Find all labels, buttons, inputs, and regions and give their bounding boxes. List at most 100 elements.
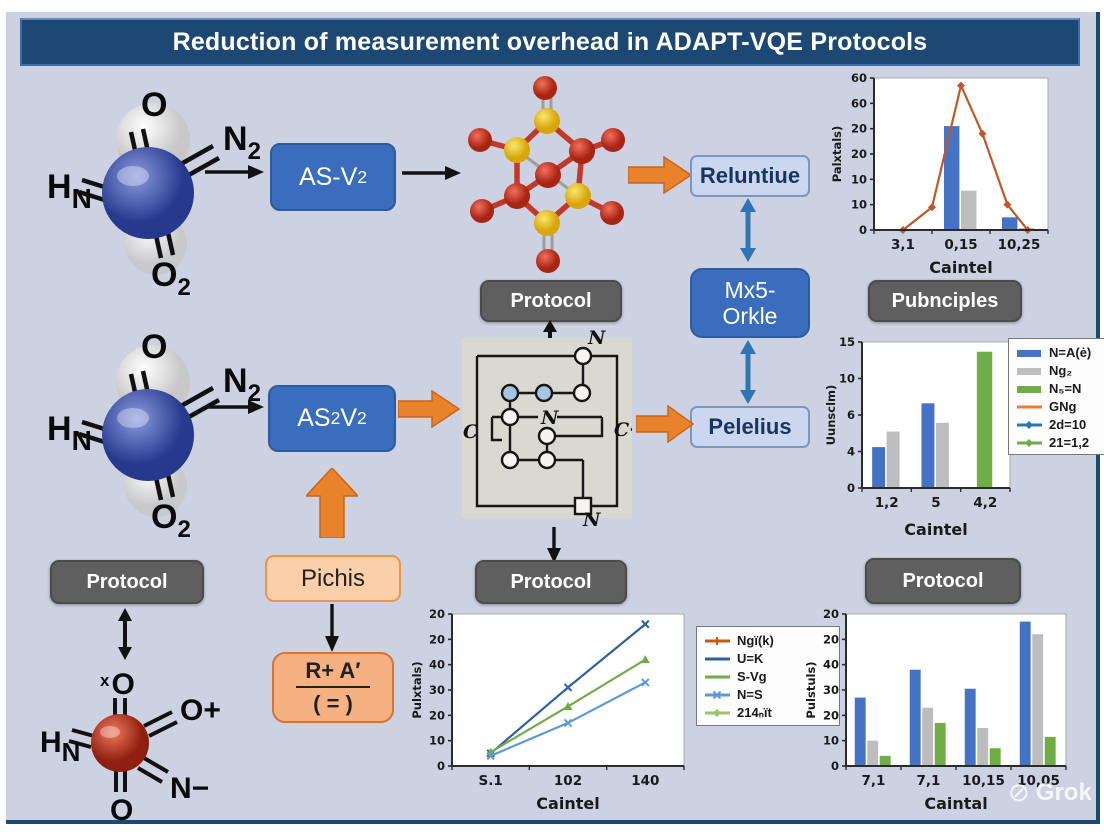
circuit-label-n-middle: N: [540, 407, 559, 429]
protocol-label: Protocol: [510, 570, 592, 593]
legend-item: S-Vg: [704, 669, 832, 684]
bond-lines: [68, 698, 178, 792]
legend-label: N₅=N: [1049, 381, 1082, 396]
svg-text:Uunsclm): Uunsclm): [824, 385, 838, 446]
legend-label: Ngï(k): [737, 633, 774, 648]
figure-title: Reduction of measurement overhead in ADA…: [172, 27, 928, 56]
atom-label-Oplus: O+: [180, 694, 221, 727]
box-pelelius-label: Pelelius: [708, 414, 792, 439]
legend-label: 214ₙït: [737, 705, 772, 720]
svg-text:30: 30: [429, 683, 445, 697]
double-arrow-black-2: [118, 608, 132, 660]
legend-item: Ng₂: [1016, 363, 1102, 378]
svg-text:10: 10: [851, 198, 867, 212]
svg-text:S.1: S.1: [479, 773, 503, 789]
svg-text:30: 30: [823, 683, 839, 697]
circuit-label-c-left: C: [463, 421, 478, 443]
box-mx5-line1: Mx5-: [724, 276, 776, 303]
box-as2v2-p2: V: [340, 404, 358, 432]
svg-text:20: 20: [823, 607, 839, 621]
svg-text:60: 60: [851, 96, 867, 110]
quantum-circuit: N N N C C·: [462, 330, 632, 526]
box-reluntiue-label: Reluntiue: [699, 163, 801, 188]
svg-text:10,25: 10,25: [998, 237, 1041, 253]
box-as-v2-sub: 2: [357, 166, 368, 187]
box-as-v2-label: AS-V: [298, 162, 358, 191]
svg-text:20: 20: [823, 708, 839, 722]
legend-label: S-Vg: [737, 669, 767, 684]
svg-text:60: 60: [851, 71, 867, 85]
svg-text:10: 10: [851, 172, 867, 186]
watermark: ⊘ Grok: [1008, 777, 1092, 808]
legend-label: N=A(ė): [1049, 345, 1092, 360]
orange-arrow-right-1: [628, 156, 692, 194]
sphere-glint: [117, 408, 149, 428]
box-as2v2-s1: 2: [330, 408, 341, 428]
box-pichis-label: Pichis: [300, 564, 366, 592]
atom-blue-center: [102, 147, 194, 239]
svg-text:6: 6: [847, 408, 855, 422]
box-as2v2-p1: AS: [297, 404, 331, 432]
svg-text:10,15: 10,15: [962, 773, 1005, 789]
arrow-down-2: [325, 604, 339, 652]
atom-label-O2: O2: [151, 256, 191, 295]
legend-label: 2d=10: [1049, 417, 1087, 432]
box-as2v2-s2: 2: [357, 408, 367, 428]
double-arrow-blue-1: [740, 198, 756, 262]
sphere-glint: [117, 166, 149, 186]
svg-text:20: 20: [851, 147, 867, 161]
arrow-right-1: [205, 165, 264, 179]
svg-text:10,05: 10,05: [1017, 773, 1060, 789]
svg-text:0: 0: [847, 481, 855, 495]
protocol-label: Protocol: [902, 569, 984, 592]
legend-label: GNg: [1049, 399, 1077, 414]
svg-text:20: 20: [851, 122, 867, 136]
svg-text:4: 4: [847, 445, 855, 459]
atom-blue-center: [102, 389, 194, 481]
legend-item: N₅=N: [1016, 381, 1102, 396]
fraction-bar: [296, 686, 370, 688]
legend-middle-right: N=A(ė) Ng₂ N₅=N GNg 2d=10 21=1,2: [1008, 338, 1104, 455]
svg-text:10: 10: [823, 734, 839, 748]
box-protocol-bottom-left: Protocol: [50, 560, 204, 604]
circuit-label-n-bottom: N: [582, 509, 601, 526]
box-protocol-top: Protocol: [480, 280, 622, 322]
atom-label-HN: HN: [47, 168, 92, 214]
formula-denominator: ( = ): [313, 691, 353, 716]
circuit-label-n-top: N: [587, 330, 606, 349]
cluster-atoms: [468, 76, 625, 273]
svg-text:7,1: 7,1: [862, 773, 886, 789]
legend-label: U=K: [737, 651, 764, 666]
svg-text:15: 15: [839, 335, 855, 349]
atom-label-O2: O2: [151, 498, 191, 537]
circuit-label-c-right: C·: [614, 419, 632, 441]
svg-text:4,2: 4,2: [973, 495, 997, 511]
svg-text:1,2: 1,2: [875, 495, 899, 511]
svg-text:102: 102: [554, 773, 582, 789]
molecule-cluster: [468, 76, 625, 273]
svg-text:Caintel: Caintel: [904, 520, 967, 539]
watermark-text: Grok: [1035, 778, 1092, 806]
double-arrow-blue-2: [740, 340, 756, 404]
legend-label: Ng₂: [1049, 363, 1073, 378]
circuit-wires: [475, 354, 619, 508]
svg-text:3,1: 3,1: [891, 237, 915, 253]
atom-label-O: O: [141, 86, 167, 124]
svg-text:20: 20: [823, 632, 839, 646]
atom-label-O: O: [141, 328, 167, 366]
arrow-right-3: [205, 400, 264, 414]
legend-item: Ngï(k): [704, 633, 832, 648]
circuit-nodes: [500, 346, 593, 516]
svg-text:10: 10: [839, 372, 855, 386]
svg-text:140: 140: [631, 773, 659, 789]
protocol-label: Protocol: [86, 570, 168, 593]
legend-item: 21=1,2: [1016, 435, 1102, 450]
svg-text:Pulxtals): Pulxtals): [410, 661, 424, 718]
legend-item: N=A(ė): [1016, 345, 1102, 360]
svg-text:Caintel: Caintel: [536, 794, 599, 813]
svg-text:0: 0: [831, 759, 839, 773]
legend-item: GNg: [1016, 399, 1102, 414]
box-pichis: Pichis: [265, 555, 401, 602]
